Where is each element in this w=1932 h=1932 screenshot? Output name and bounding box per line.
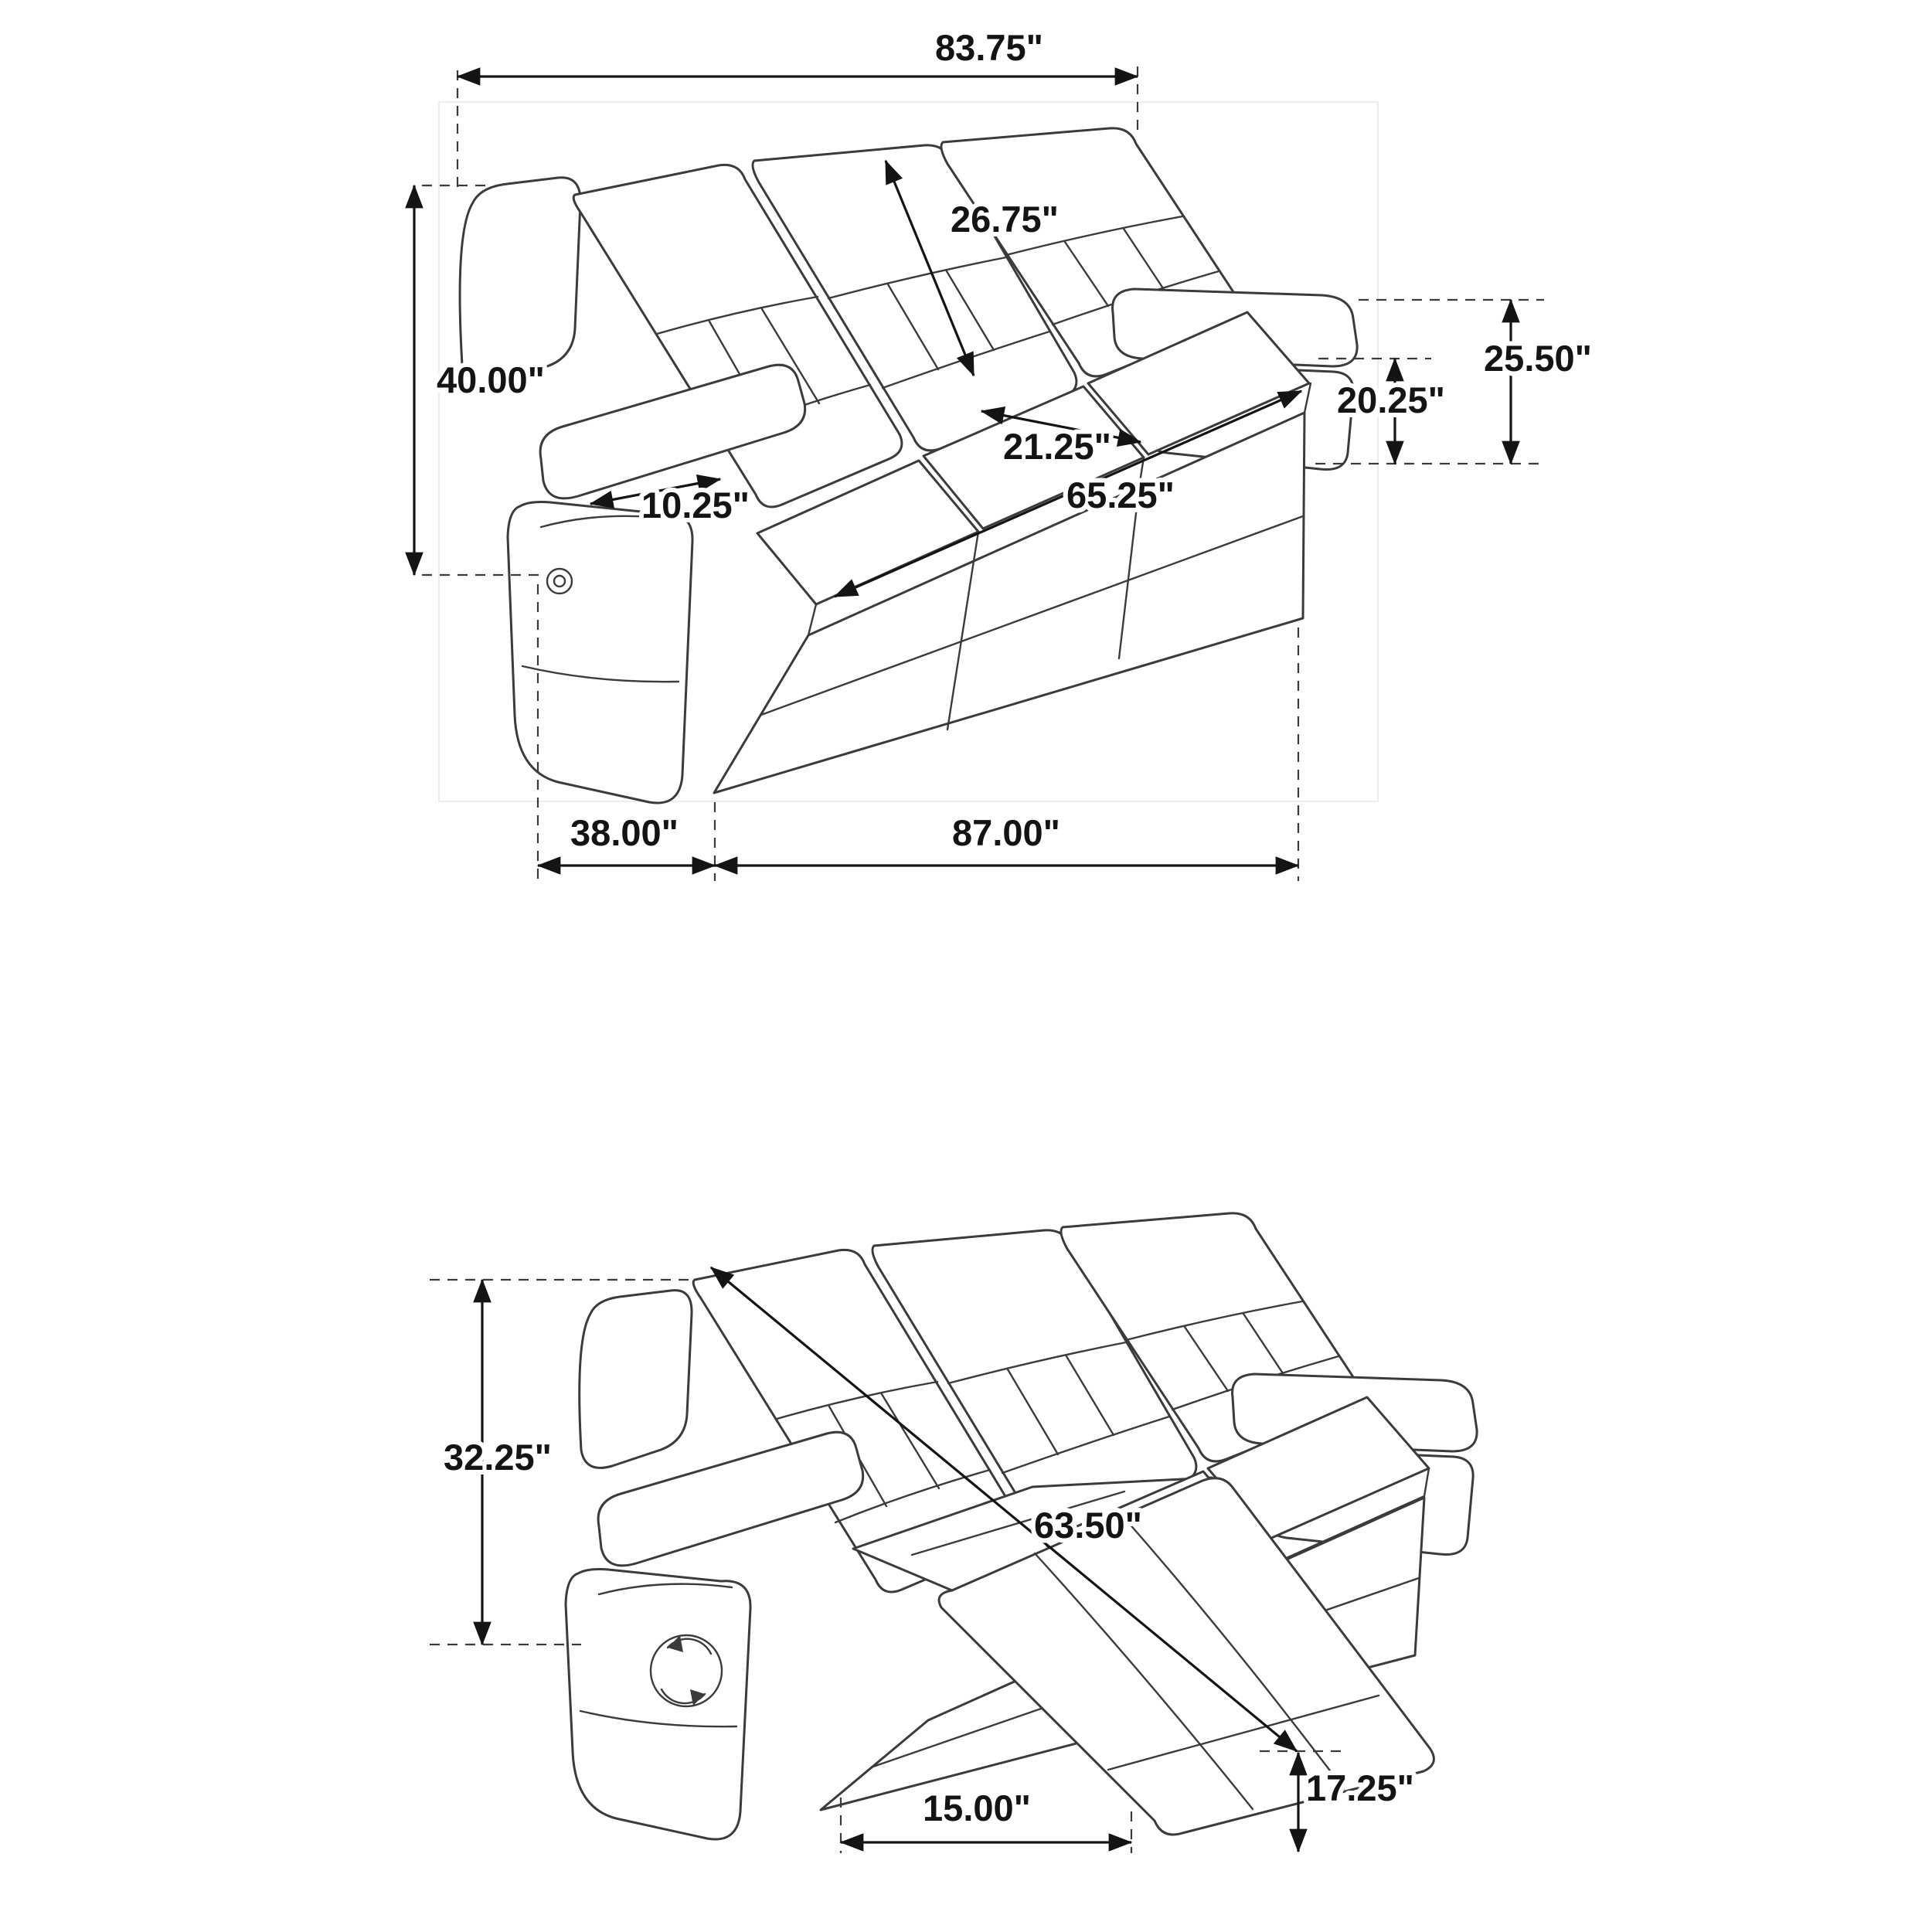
recliner-handle-arrowhead-top (668, 1635, 683, 1652)
dim-arrow-inner-width (833, 389, 1303, 598)
dim-label-footrest-height: 17.25" (1306, 1767, 1414, 1808)
left-wing-cushion (458, 176, 582, 388)
reclined-dimensions: 32.25" 63.50" 17.25" 15.00" (430, 1266, 1419, 1853)
left-wing-cushion-reclined (578, 1289, 693, 1469)
left-armrest-seams (521, 515, 680, 683)
dim-label-overall-width: 83.75" (935, 27, 1043, 68)
dim-label-footrest-extension: 15.00" (923, 1787, 1031, 1828)
power-button-inner-icon (553, 574, 566, 588)
sofa-reclined-drawing (564, 1212, 1478, 1841)
faint-frame (438, 101, 1379, 802)
recliner-handle-arrowhead-bottom (690, 1689, 705, 1706)
dim-label-seat-height: 20.25" (1337, 379, 1445, 420)
dim-arrow-back-diagonal (884, 159, 975, 377)
dim-arrow-arm-width (589, 474, 722, 509)
dim-label-arm-height: 25.50" (1484, 338, 1592, 379)
upright-dimensions: 83.75" 40.00" 26.75" 25.50" 20.25" 21.25… (405, 22, 1597, 881)
dim-label-base-width: 87.00" (952, 812, 1060, 853)
dim-label-arm-width: 10.25" (641, 485, 750, 526)
extension-lines-top (422, 66, 1544, 881)
dim-label-inner-width: 65.25" (1066, 474, 1175, 515)
dim-arrow-reclined-length (709, 1266, 1298, 1753)
dim-label-overall-height: 40.00" (437, 359, 545, 400)
sofa-upright-drawing (458, 127, 1359, 804)
dim-label-back-height: 32.25" (444, 1437, 552, 1478)
left-armrest-pad (539, 363, 807, 500)
extension-lines-reclined (430, 1278, 1346, 1853)
dim-label-reclined-length: 63.50" (1034, 1505, 1142, 1546)
left-armrest-front-reclined (564, 1568, 752, 1841)
power-button-icon (546, 567, 573, 595)
dim-label-base-depth: 38.00" (570, 812, 679, 853)
left-armrest-front (506, 501, 694, 804)
dim-label-seat-depth: 21.25" (1003, 426, 1111, 467)
dim-label-back-diagonal: 26.75" (951, 199, 1059, 240)
